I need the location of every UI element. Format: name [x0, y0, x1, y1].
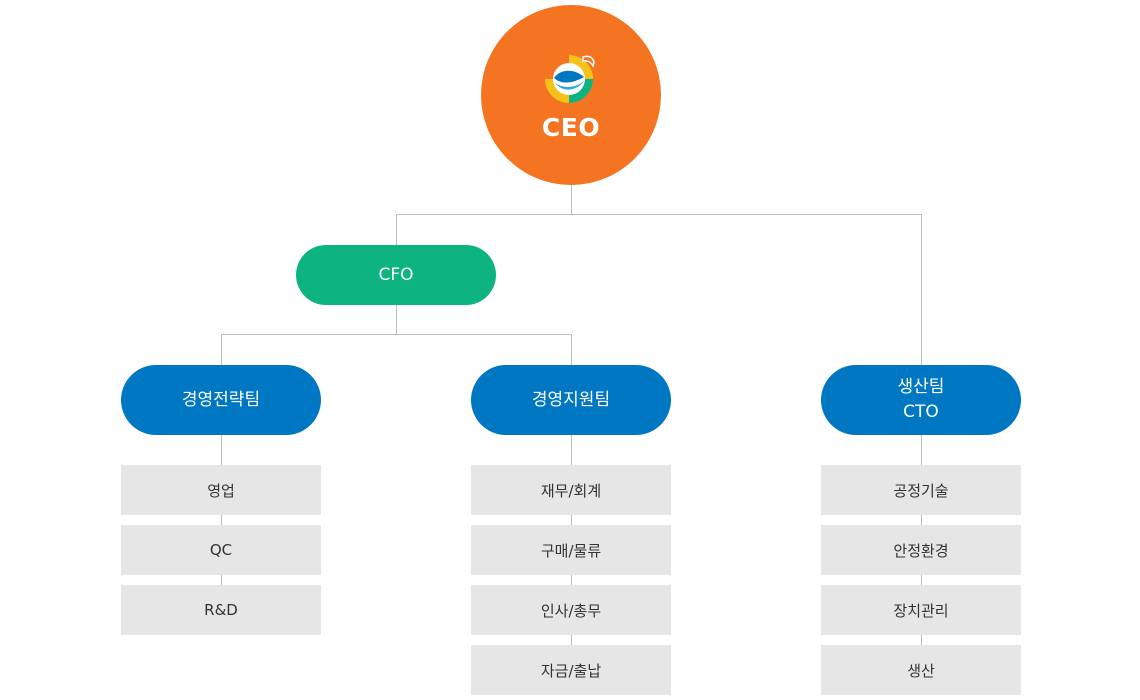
connector-to-cfo	[396, 214, 397, 245]
org-unit-item: 장치관리	[821, 585, 1021, 635]
company-logo-icon	[545, 55, 595, 103]
org-unit-label: R&D	[204, 601, 238, 619]
support-team-node: 경영지원팀	[471, 365, 671, 435]
org-unit-label: 자금/출납	[540, 661, 602, 680]
org-unit-item: 구매/물류	[471, 525, 671, 575]
org-unit-label: QC	[209, 541, 233, 559]
strategy-team-node: 경영전략팀	[121, 365, 321, 435]
org-unit-label: 생산	[907, 661, 935, 680]
connector-to-strategy-team	[221, 334, 222, 365]
team-name: 생산팀	[897, 377, 945, 397]
org-unit-item: 재무/회계	[471, 465, 671, 515]
org-unit-item: 자금/출납	[471, 645, 671, 695]
ceo-node: CEO	[481, 5, 661, 185]
org-unit-item: R&D	[121, 585, 321, 635]
connector-to-production-team	[921, 214, 922, 365]
team-subtitle: CTO	[903, 402, 939, 422]
org-unit-label: 장치관리	[893, 601, 949, 620]
org-unit-label: 공정기술	[893, 481, 949, 500]
org-unit-item: 생산	[821, 645, 1021, 695]
connector-top-horizontal	[396, 214, 922, 215]
team-name: 경영지원팀	[531, 389, 611, 410]
org-unit-item: 영업	[121, 465, 321, 515]
org-unit-label: 인사/총무	[540, 601, 602, 620]
org-unit-item: 안정환경	[821, 525, 1021, 575]
connector-cfo-down	[396, 304, 397, 335]
org-unit-label: 영업	[207, 481, 235, 500]
org-unit-label: 안정환경	[893, 541, 949, 560]
org-unit-item: 공정기술	[821, 465, 1021, 515]
cfo-node: CFO	[296, 245, 496, 305]
connector-ceo-down	[571, 185, 572, 215]
connector-to-support-team	[571, 334, 572, 365]
connector-cfo-horizontal	[221, 334, 572, 335]
org-unit-label: 구매/물류	[540, 541, 602, 560]
org-unit-item: QC	[121, 525, 321, 575]
team-name: 경영전략팀	[181, 389, 261, 410]
cfo-label: CFO	[378, 264, 414, 285]
production-team-node: 생산팀 CTO	[821, 365, 1021, 435]
org-unit-item: 인사/총무	[471, 585, 671, 635]
ceo-label: CEO	[541, 113, 601, 142]
org-unit-label: 재무/회계	[540, 481, 602, 500]
